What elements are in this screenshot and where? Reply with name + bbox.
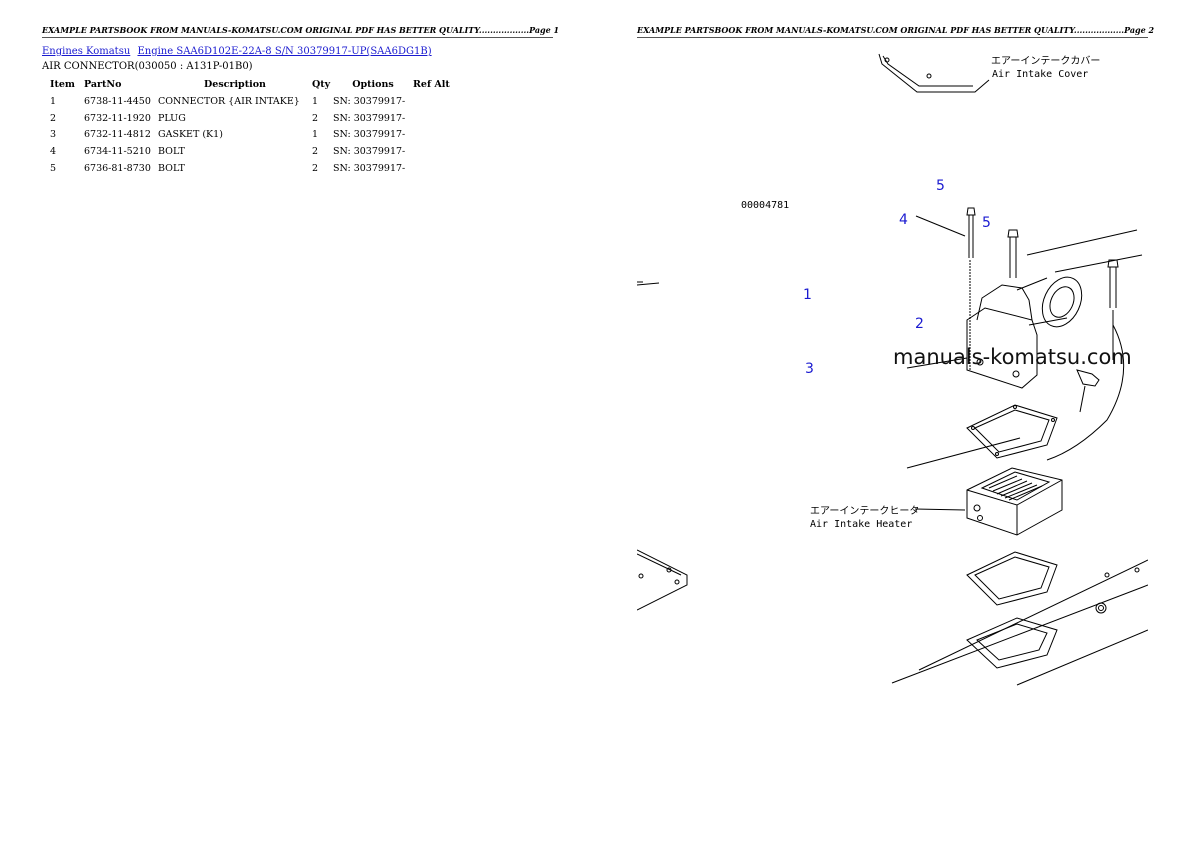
air-intake-cover-drawing — [878, 53, 990, 93]
cell-description: CONNECTOR {AIR INTAKE} — [158, 95, 300, 107]
callout-4: 4 — [899, 212, 908, 228]
air-intake-heater-jp-label: エアーインテークヒータ — [810, 505, 919, 517]
cell-partno: 6736-81-8730 — [84, 163, 151, 175]
table-row: 2 6732-11-1920 PLUG 2 SN: 30379917- — [44, 110, 453, 127]
callout-1: 1 — [803, 287, 812, 303]
cell-qty: 2 — [312, 146, 319, 158]
callout-5: 5 — [936, 178, 945, 194]
column-header-options: Options — [352, 78, 394, 90]
parts-page: EXAMPLE PARTSBOOK FROM MANUALS-KOMATSU.C… — [42, 26, 559, 177]
cell-item: 1 — [50, 95, 57, 107]
callout-3: 3 — [805, 361, 814, 377]
air-intake-heater-drawing — [966, 467, 1063, 536]
cell-description: PLUG — [158, 112, 186, 124]
cell-qty: 2 — [312, 163, 319, 175]
cell-options: SN: 30379917- — [333, 95, 406, 107]
cell-options: SN: 30379917- — [333, 129, 406, 141]
exploded-parts-diagram: エアーインテークカバー Air Intake Cover 00004781 — [637, 53, 1148, 686]
cell-item: 2 — [50, 112, 57, 124]
cell-item: 3 — [50, 129, 57, 141]
column-header-item: Item — [50, 78, 75, 90]
cell-ref-alt — [413, 93, 453, 110]
cell-description: BOLT — [158, 146, 185, 158]
air-intake-cover-label: Air Intake Cover — [992, 69, 1088, 80]
callout-5-second: 5 — [982, 215, 991, 231]
drawing-number: 00004781 — [741, 200, 789, 211]
diagram-page: EXAMPLE PARTSBOOK FROM MANUALS-KOMATSU.C… — [595, 0, 1190, 842]
cell-qty: 2 — [312, 112, 319, 124]
cell-ref-alt — [413, 110, 453, 127]
gasket-drawing — [966, 404, 1058, 459]
cell-options: SN: 30379917- — [333, 146, 406, 158]
cell-ref-alt — [413, 143, 453, 160]
cell-options: SN: 30379917- — [333, 112, 406, 124]
page-header: EXAMPLE PARTSBOOK FROM MANUALS-KOMATSU.C… — [42, 26, 559, 38]
air-intake-cover-jp-label: エアーインテークカバー — [991, 55, 1100, 67]
cell-ref-alt — [413, 127, 453, 144]
bolt-drawing — [966, 207, 1119, 370]
lower-gasket-drawing — [966, 551, 1058, 606]
table-header-row: Item PartNo Description Qty Options Ref … — [44, 77, 453, 93]
table-row: 3 6732-11-4812 GASKET (K1) 1 SN: 3037991… — [44, 127, 453, 144]
parts-table: Item PartNo Description Qty Options Ref … — [44, 77, 453, 177]
cell-partno: 6732-11-4812 — [84, 129, 151, 141]
watermark: manuals-komatsu.com — [893, 345, 1132, 369]
cell-ref-alt — [413, 160, 453, 177]
table-row: 5 6736-81-8730 BOLT 2 SN: 30379917- — [44, 160, 453, 177]
air-connector-drawing — [966, 276, 1125, 461]
cell-qty: 1 — [312, 129, 319, 141]
cell-item: 5 — [50, 163, 57, 175]
cell-options: SN: 30379917- — [333, 163, 406, 175]
cell-partno: 6734-11-5210 — [84, 146, 151, 158]
engine-block-drawing — [637, 549, 1148, 686]
cell-qty: 1 — [312, 95, 319, 107]
column-header-qty: Qty — [312, 78, 331, 90]
callout-2: 2 — [915, 316, 924, 332]
column-header-partno: PartNo — [84, 78, 122, 90]
breadcrumb-link-engines-komatsu[interactable]: Engines Komatsu — [42, 46, 131, 57]
air-intake-heater-label: Air Intake Heater — [810, 519, 912, 530]
cell-item: 4 — [50, 146, 57, 158]
table-row: 1 6738-11-4450 CONNECTOR {AIR INTAKE} 1 … — [44, 93, 453, 110]
cell-partno: 6738-11-4450 — [84, 95, 151, 107]
page-header: EXAMPLE PARTSBOOK FROM MANUALS-KOMATSU.C… — [637, 26, 1154, 38]
breadcrumb-link-engine-model[interactable]: Engine SAA6D102E-22A-8 S/N 30379917-UP(S… — [137, 46, 432, 57]
column-header-ref-alt: Ref Alt — [413, 78, 450, 90]
cell-description: BOLT — [158, 163, 185, 175]
column-header-description: Description — [204, 78, 266, 90]
section-title: AIR CONNECTOR(030050 : A131P-01B0) — [42, 61, 253, 72]
cell-partno: 6732-11-1920 — [84, 112, 151, 124]
breadcrumb: Engines Komatsu Engine SAA6D102E-22A-8 S… — [42, 46, 436, 57]
cell-description: GASKET (K1) — [158, 129, 223, 141]
table-row: 4 6734-11-5210 BOLT 2 SN: 30379917- — [44, 143, 453, 160]
